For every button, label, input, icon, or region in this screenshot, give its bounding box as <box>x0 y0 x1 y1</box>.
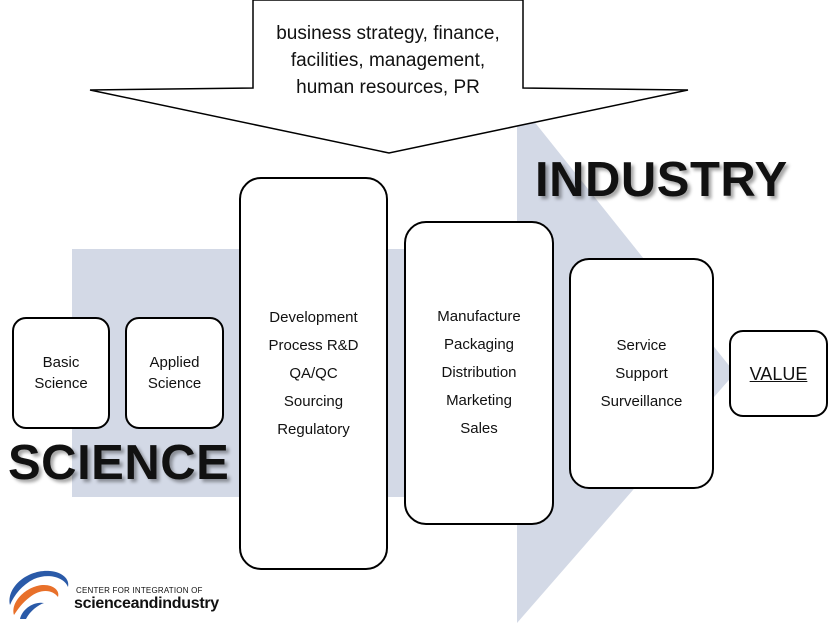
box-line: Applied <box>149 354 200 371</box>
box-line: Distribution <box>441 364 517 381</box>
box-line: Sales <box>460 420 498 437</box>
box-line: Science <box>34 375 88 392</box>
top-arrow-line: business strategy, finance, <box>276 23 500 44</box>
swoosh-icon <box>9 570 69 619</box>
box-line: Science <box>147 375 202 392</box>
box-line: Service <box>616 336 667 354</box>
value-label: VALUE <box>749 363 808 384</box>
box-line: Manufacture <box>437 308 521 325</box>
basic-science-box: Basic Science <box>12 317 110 429</box>
box-line: Support <box>615 364 668 382</box>
box-line: QA/QC <box>289 364 338 382</box>
box-line: Development <box>269 308 358 326</box>
service-box: Service Support Surveillance <box>569 258 714 489</box>
box-line: Process R&D <box>268 336 359 354</box>
box-line: Regulatory <box>277 420 350 438</box>
development-box: Development Process R&D QA/QC Sourcing R… <box>239 177 388 570</box>
manufacture-box: Manufacture Packaging Distribution Marke… <box>404 221 554 525</box>
top-arrow-text: business strategy, finance, facilities, … <box>252 20 524 101</box>
top-down-arrow <box>89 0 689 154</box>
science-label: SCIENCE <box>8 436 230 490</box>
box-line: Sourcing <box>283 392 344 410</box>
top-arrow-line: human resources, PR <box>296 77 480 98</box>
logo-tagline: CENTER FOR INTEGRATION OF <box>76 586 203 595</box>
logo-name: scienceandindustry <box>74 595 219 612</box>
box-line: Surveillance <box>600 392 683 410</box>
box-line: Basic <box>42 354 80 371</box>
box-line: Packaging <box>443 336 515 353</box>
industry-label: INDUSTRY <box>535 153 788 207</box>
value-box: VALUE <box>729 330 828 417</box>
top-arrow-line: facilities, management, <box>290 50 486 71</box>
box-line: Marketing <box>446 392 512 409</box>
logo: CENTER FOR INTEGRATION OF scienceandindu… <box>4 565 254 620</box>
applied-science-box: Applied Science <box>125 317 224 429</box>
